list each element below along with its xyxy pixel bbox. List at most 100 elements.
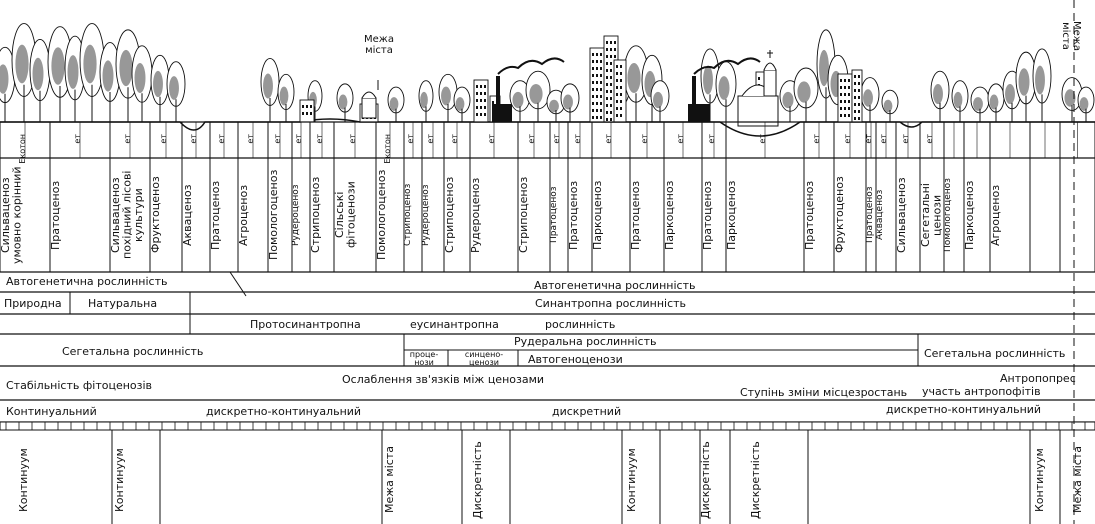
tree-icon: [860, 77, 880, 122]
tree-icon: [970, 86, 990, 122]
ecotone-label: ет: [123, 134, 132, 144]
ecotone-label: ет: [450, 134, 459, 144]
tree-icon: [546, 89, 566, 122]
bottom-label: Дискретність: [471, 441, 484, 519]
row-segetal-right: Сегетальна рослинність: [924, 347, 1066, 360]
tree-icon: [509, 80, 531, 122]
cenosis-label: Рудероценоз: [291, 184, 301, 246]
building-icon: [299, 99, 315, 123]
row-continual-label: Континуальний: [6, 405, 97, 418]
ecotone-label: ет: [604, 134, 613, 144]
cenosis-label: Пратоценоз: [209, 180, 222, 250]
cenosis-label: Сільські фітоценози: [333, 181, 358, 249]
bottom-label: Межа міста: [383, 446, 396, 514]
ecotone-label: ет: [406, 134, 415, 144]
ecotone-label: ет: [189, 134, 198, 144]
row-discrete-continual-label: дискретно-континуальний: [206, 405, 362, 418]
cenosis-label: Стрипоценоз: [403, 183, 413, 247]
tree-icon: [951, 80, 969, 122]
row-vegetation-label: рослинність: [545, 318, 616, 331]
tree-icon: [881, 89, 899, 122]
bottom-label: Континуум: [113, 448, 126, 512]
ecotone-label: ет: [426, 134, 435, 144]
cenosis-label: Сегетальні ценози: [919, 183, 944, 247]
cenosis-label: Паркоценоз: [663, 180, 676, 250]
cenosis-label: Рудероценоз: [469, 177, 482, 253]
tree-icon: [418, 80, 434, 122]
cenosis-label: Акваценоз: [181, 184, 194, 246]
cenosis-label: Помологоценоз: [375, 169, 388, 261]
tree-icon: [930, 70, 950, 122]
tree-icon: [453, 86, 471, 122]
building-icon: [837, 73, 853, 123]
cenosis-label: Пратоценоз: [803, 180, 816, 250]
tree-icon: [438, 73, 458, 122]
ecotone-label: ет: [527, 134, 536, 144]
cenosis-label: Пратоценоз: [701, 180, 714, 250]
ecotone-label: ет: [812, 134, 821, 144]
ecotone-label: ет: [217, 134, 226, 144]
row-anthropophytes-label: участь антропофітів: [922, 385, 1041, 398]
row-discrete-continual-right: дискретно-континуальний: [886, 403, 1042, 416]
city-border-label-top: Межа міста: [364, 34, 394, 56]
row-eusynanthropic-label: еусинантропна: [410, 318, 499, 331]
cenosis-label: Фруктоценоз: [833, 176, 846, 254]
cenosis-label: Сильваценоз похідний лісові культури: [109, 170, 146, 260]
tree-icon: [387, 86, 405, 122]
ecotone-label: ет: [901, 134, 910, 144]
city-border-label-top-right: Межа міста: [1060, 21, 1082, 51]
cenosis-label: Помологоценоз: [943, 178, 953, 252]
bottom-label: Межа міста: [1071, 446, 1084, 514]
row-anthropopress-label: Антропопрес: [1000, 372, 1076, 385]
tree-icon: [79, 23, 105, 122]
ecotone-label: ет: [73, 134, 82, 144]
cenosis-label: Агроценоз: [989, 184, 1002, 246]
row-autogenocenoses-label: Автогеноценози: [528, 353, 623, 366]
cenosis-label: Паркоценоз: [591, 180, 604, 250]
row-syncenoses-label: синцено- ценози: [464, 350, 504, 367]
tree-icon: [0, 46, 16, 122]
cenosis-label: Стрипоценоз: [443, 176, 456, 254]
tree-icon: [150, 54, 170, 122]
row-synanthropic-label: Синантропна рослинність: [535, 297, 687, 310]
ecotone-label: ет: [294, 134, 303, 144]
row-ruderal-label: Рудеральна рослинність: [514, 335, 657, 348]
row-natural-label: Природна: [4, 297, 62, 310]
cenosis-label: Стрипоценоз: [309, 176, 322, 254]
row-discrete-label: дискретний: [552, 405, 622, 418]
row-natural2-label: Натуральна: [88, 297, 158, 310]
tree-icon: [277, 73, 295, 122]
ecotone-label: ет: [758, 134, 767, 144]
tree-icon: [715, 61, 737, 122]
tree-icon: [99, 42, 121, 122]
ecotone-label: ет: [707, 134, 716, 144]
cenosis-label: Рудероценоз: [421, 184, 431, 246]
tree-icon: [1015, 51, 1037, 122]
ecotone-label: ет: [573, 134, 582, 144]
ecotone-label: ет: [159, 134, 168, 144]
building-icon: [613, 59, 627, 123]
cenosis-label: Пратоценоз: [49, 180, 62, 250]
factory-icon: [492, 57, 565, 122]
row-processes-label: проце- нози: [409, 350, 439, 367]
tree-icon: [700, 48, 720, 122]
cenosis-label: Паркоценоз: [963, 180, 976, 250]
cenosis-label: Помологоценоз: [267, 169, 280, 261]
ecotone-label: ет: [843, 134, 852, 144]
cenosis-label: Стрипоценоз: [517, 176, 530, 254]
ecotone-label: ет: [864, 134, 873, 144]
tree-icon: [1077, 86, 1095, 122]
ecotone-label: ет: [348, 134, 357, 144]
bottom-label: Континуум: [625, 448, 638, 512]
bottom-label: Дискретність: [699, 441, 712, 519]
row-protosynanthropic-label: Протосинантропна: [250, 318, 361, 331]
landscape-illustration: [0, 23, 1095, 137]
tree-icon: [1032, 48, 1052, 122]
tree-icon: [29, 38, 51, 122]
row-autogenetic-left: Автогенетична рослинність: [6, 275, 168, 288]
ecotone-label: ет: [315, 134, 324, 144]
tree-icon: [793, 67, 819, 122]
